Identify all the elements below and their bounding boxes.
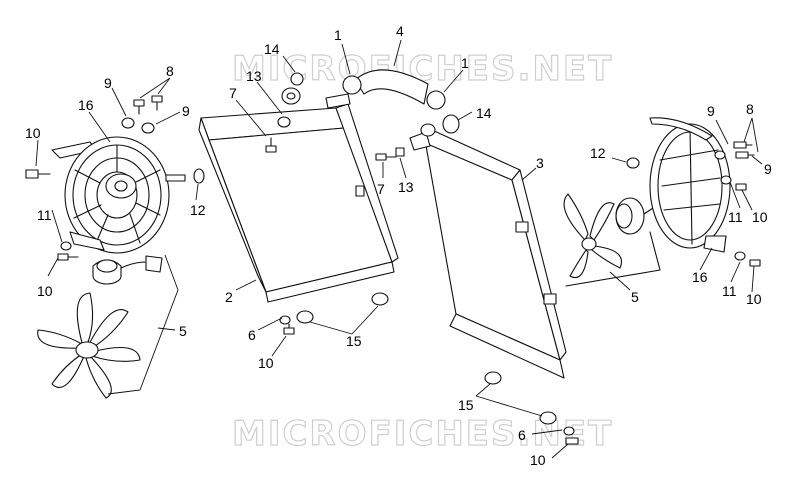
radiator-left-hardware [265,72,389,335]
callout-1: 1 [334,27,342,43]
callout-5: 5 [631,289,639,305]
left-fan-shroud [51,136,186,254]
callout-13: 13 [246,68,262,84]
callout-10: 10 [752,209,768,225]
radiator-left [198,87,399,303]
callout-9: 9 [182,103,190,119]
callout-2: 2 [225,289,233,305]
callout-4: 4 [396,23,404,39]
callout-labels: 14 4 1 1 8 9 9 16 13 7 10 14 3 12 7 13 1… [25,23,772,468]
callout-11: 11 [728,209,743,225]
callout-10: 10 [37,283,53,299]
callout-6: 6 [518,427,526,443]
radiator-right [409,123,567,379]
callout-9: 9 [764,161,772,177]
left-fan-motor [92,255,163,285]
callout-10: 10 [258,355,274,371]
callout-14: 14 [264,41,280,57]
callout-10: 10 [530,452,546,468]
left-fan-hardware [25,95,205,261]
callout-16: 16 [78,97,94,113]
callout-11: 11 [37,207,52,223]
right-fan-blade-and-motor [563,157,661,287]
hose [342,69,460,134]
callout-8: 8 [166,63,174,79]
callout-1: 1 [461,55,469,71]
callout-6: 6 [248,327,256,343]
callout-14: 14 [476,105,492,121]
callout-5: 5 [179,323,187,339]
callout-16: 16 [692,269,708,285]
callout-7: 7 [377,181,385,197]
callout-8: 8 [746,101,754,117]
callout-10: 10 [746,291,762,307]
callout-3: 3 [536,155,544,171]
callout-15: 15 [458,397,474,413]
leader-lines [35,39,763,459]
callout-11: 11 [722,283,737,299]
callout-15: 15 [346,333,362,349]
right-fan-hardware [714,141,761,267]
radiator-right-hardware [375,147,579,445]
right-fan-shroud [649,117,731,253]
callout-9: 9 [104,75,112,91]
callout-12: 12 [190,202,206,218]
left-fan-blade [37,292,141,399]
callout-13: 13 [398,179,414,195]
callout-7: 7 [229,85,237,101]
callout-9: 9 [707,103,715,119]
callout-12: 12 [590,145,606,161]
callout-10: 10 [25,125,41,141]
